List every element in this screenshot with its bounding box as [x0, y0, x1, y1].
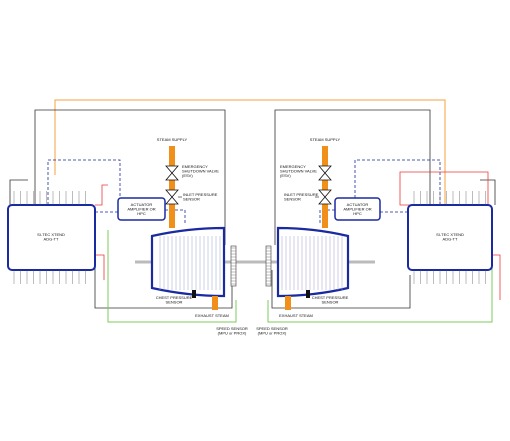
left-frame-wire — [34, 109, 226, 245]
right-exhaust-pipe — [285, 296, 291, 310]
right-speed-sensor-label: SPEED SENSOR(MPU or PROX) — [256, 326, 288, 336]
left-inlet-valve — [165, 189, 179, 205]
label-line: ACTUATOR — [347, 202, 369, 207]
right-steam-pipe-mid — [322, 180, 328, 190]
right-valve-signal-wire — [319, 209, 335, 225]
right-steam-pipe-top — [322, 146, 328, 166]
label-line: ACTUATOR — [131, 202, 153, 207]
left-actuator-signal-wire — [47, 159, 121, 205]
label-line: HPC — [137, 211, 146, 216]
label-line: ADG-TT — [443, 237, 458, 242]
left-actuator-box — [117, 197, 166, 221]
left-steam-pipe-top — [169, 146, 175, 166]
left-gear-teeth — [231, 247, 236, 285]
left-controller-box — [7, 204, 96, 271]
right-turbine — [276, 226, 350, 298]
comm-link-wire — [54, 99, 446, 205]
right-speed-wire — [267, 240, 493, 323]
left-steam-supply-label: STEAM SUPPLY — [157, 137, 188, 142]
right-red-wire — [399, 171, 489, 206]
left-speed-sensor-label: SPEED SENSOR(MPU or PROX) — [216, 326, 248, 336]
left-exhaust-label: EXHAUST STEAM — [195, 313, 229, 318]
label-line: SHUTDOWN VALVE — [280, 169, 317, 174]
label-line: SPEED SENSOR — [256, 326, 288, 331]
label-line: CHEST PRESSURE — [312, 295, 349, 300]
label-line: SENSOR — [322, 300, 339, 305]
label-line: INLET PRESSURE — [284, 192, 319, 197]
label-line: ADG-TT — [44, 237, 59, 242]
left-esv-valve — [165, 165, 179, 181]
label-line: SI-TEC XTEND — [37, 232, 65, 237]
label-line: SHUTDOWN VALVE — [182, 169, 219, 174]
right-exhaust-label: EXHAUST STEAM — [279, 313, 313, 318]
left-steam-pipe-low — [169, 204, 175, 228]
left-red-wire — [95, 184, 108, 206]
right-inlet-valve — [318, 189, 332, 205]
label-line: SI-TEC XTEND — [436, 232, 464, 237]
label-line: CHEST PRESSURE — [156, 295, 193, 300]
left-chest-sensor — [192, 290, 196, 298]
right-red-wire-2 — [492, 254, 501, 300]
label-line: (MPU or PROX) — [258, 331, 287, 336]
right-esv-valve — [318, 165, 332, 181]
right-turbine-blades — [281, 236, 343, 290]
label-line: EMERGENCY — [182, 164, 208, 169]
left-steam-pipe-mid — [169, 180, 175, 190]
label-line: (ESV) — [280, 173, 291, 178]
label-line: SENSOR — [183, 197, 200, 202]
label-line: SPEED SENSOR — [216, 326, 248, 331]
left-red-wire-2 — [95, 254, 105, 280]
left-speed-wire — [107, 230, 237, 323]
label-line: EMERGENCY — [280, 164, 306, 169]
label-line: HPC — [353, 211, 362, 216]
left-turbine-blades — [159, 236, 221, 290]
right-steam-supply-label: STEAM SUPPLY — [310, 137, 341, 142]
label-line: SENSOR — [166, 300, 183, 305]
right-actuator-box — [334, 197, 381, 221]
label-line: INLET PRESSURE — [183, 192, 218, 197]
right-chest-sensor — [306, 290, 310, 298]
left-controller-pins — [13, 191, 86, 284]
label-line: AMPLIFIER OR — [343, 207, 371, 212]
label-line: (ESV) — [182, 173, 193, 178]
label-line: (MPU or PROX) — [218, 331, 247, 336]
label-line: AMPLIFIER OR — [127, 207, 155, 212]
right-outer-wire — [480, 179, 496, 205]
left-bottom-wire — [94, 245, 233, 309]
right-actuator-signal-wire — [354, 159, 441, 205]
right-frame-wire — [274, 109, 431, 245]
label-line: SENSOR — [284, 197, 301, 202]
right-gear-teeth — [266, 247, 271, 285]
right-controller-box — [407, 204, 493, 271]
right-bottom-wire — [271, 270, 411, 309]
left-outer-wire — [9, 179, 28, 205]
right-steam-pipe-low — [322, 204, 328, 228]
left-exhaust-pipe — [212, 296, 218, 310]
right-controller-pins — [413, 191, 486, 284]
